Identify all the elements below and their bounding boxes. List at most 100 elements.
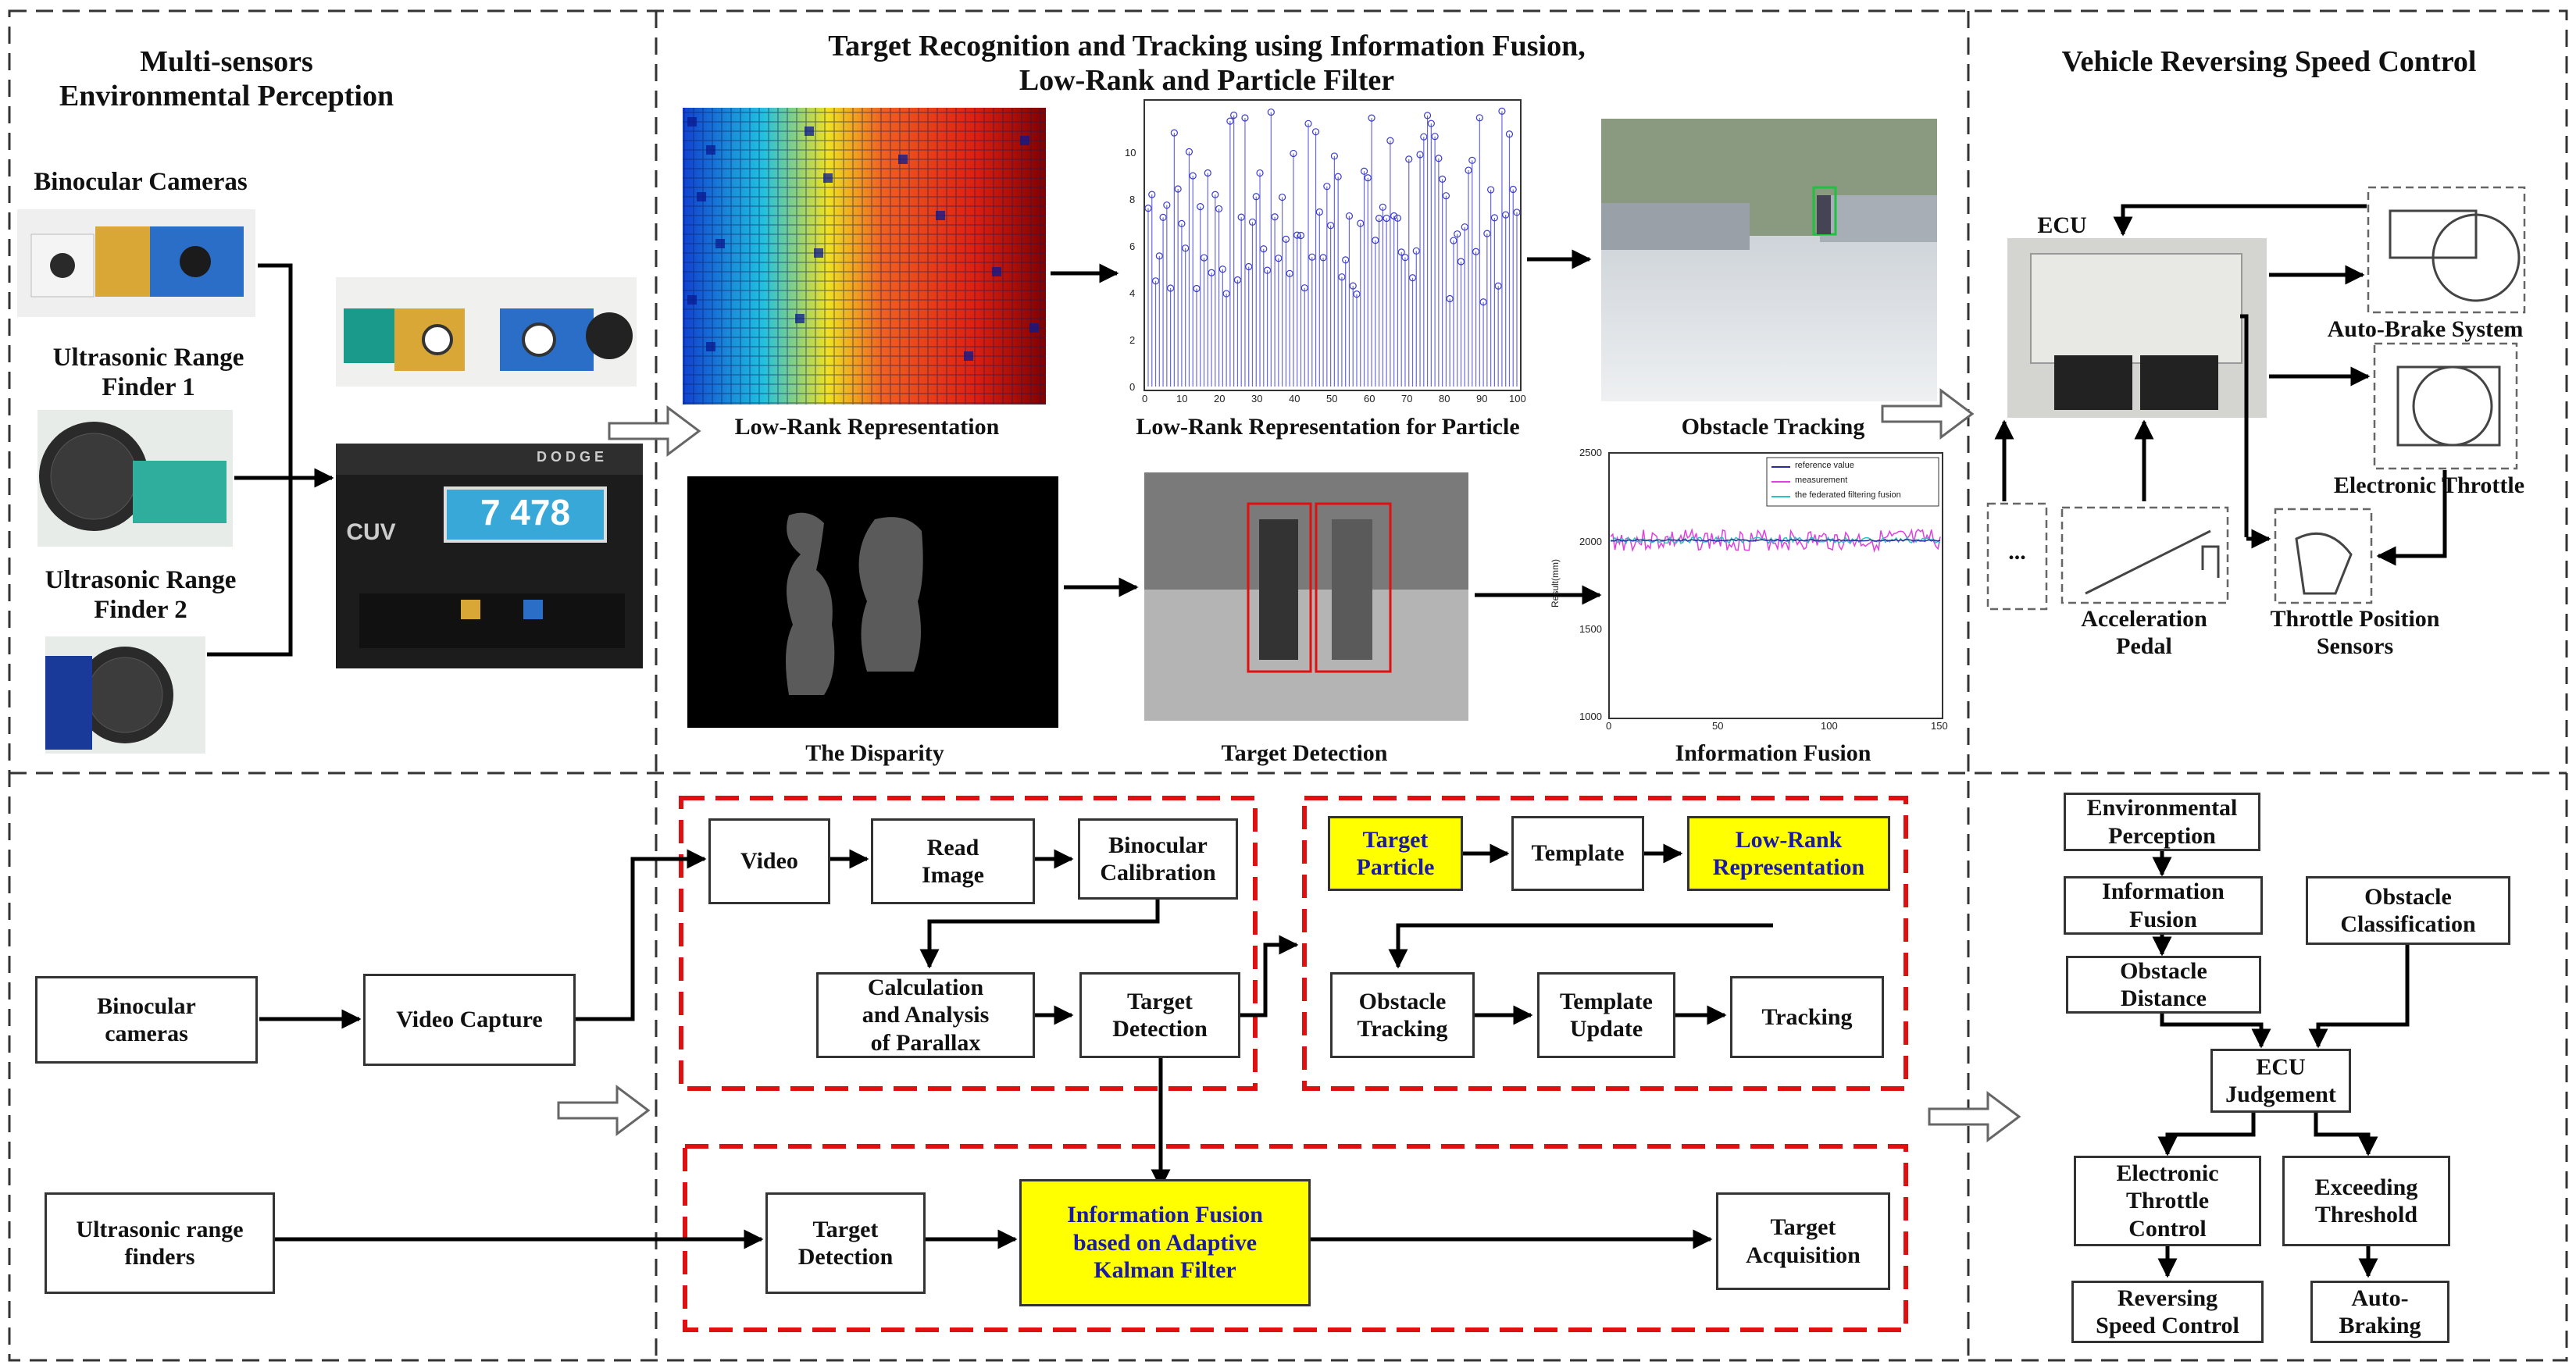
ellipsis-label: ...	[2008, 539, 2026, 565]
stem-ytick-2: 4	[1129, 287, 1136, 299]
stem-marker	[1461, 223, 1468, 231]
stem-marker	[1468, 156, 1476, 164]
stem-marker	[1401, 254, 1409, 262]
binocular-cameras-box: Binocular cameras	[35, 976, 258, 1064]
stem-marker	[1170, 129, 1178, 137]
low-rank-representation-box: Low-Rank Representation	[1687, 816, 1890, 891]
video-processing-group	[679, 796, 1258, 1091]
stem-marker	[1193, 284, 1201, 293]
stem-plot	[1144, 99, 1522, 391]
stem-marker	[1446, 294, 1454, 303]
stem-marker	[1163, 201, 1171, 209]
fusion-xtick-50: 50	[1712, 720, 1724, 732]
stem-marker	[1450, 237, 1457, 244]
target-detection-caption: Target Detection	[1221, 740, 1388, 766]
stem-marker	[1155, 252, 1163, 260]
low-rank-matrix-image	[683, 108, 1046, 404]
stem-xtick-1: 10	[1176, 393, 1188, 404]
ecu-label: ECU	[2037, 212, 2087, 238]
stem-marker	[1513, 208, 1521, 216]
fusion-ylabel: Result(mm)	[1550, 559, 1561, 608]
low-rank-particle-caption: Low-Rank Representation for Particle	[1136, 414, 1520, 440]
stem-marker	[1245, 262, 1253, 271]
stem-marker	[1397, 248, 1405, 256]
stem-marker	[1308, 253, 1316, 261]
mounted-camera-photo	[336, 277, 637, 387]
template-box: Template	[1511, 816, 1644, 891]
stem-marker	[1167, 284, 1175, 292]
component-sketches	[2085, 209, 2521, 595]
stem-xtick-0: 0	[1142, 393, 1148, 404]
stem-marker	[1200, 254, 1208, 262]
fusion-legend-fusion: the federated filtering fusion	[1795, 490, 1901, 500]
fusion-xtick-100: 100	[1821, 720, 1838, 732]
stem-marker	[1230, 111, 1238, 119]
fusion-xtick-0: 0	[1606, 720, 1612, 732]
fusion-ytick-1500: 1500	[1579, 623, 1602, 635]
video-capture-box: Video Capture	[363, 974, 576, 1066]
stem-marker	[1509, 185, 1517, 194]
target-detection-photo	[1144, 472, 1468, 721]
stem-marker	[1345, 212, 1354, 220]
stem-marker	[1327, 222, 1335, 230]
fusion-ytick-2000: 2000	[1579, 536, 1602, 547]
electronic-throttle-label: Electronic Throttle	[2333, 472, 2525, 498]
kalman-fusion-box: Information Fusion based on Adaptive Kal…	[1019, 1179, 1311, 1306]
stem-marker	[1483, 230, 1491, 237]
stem-marker	[1353, 290, 1361, 298]
stem-marker	[1338, 273, 1346, 281]
stem-marker	[1379, 203, 1386, 211]
reference-trace	[1610, 539, 1941, 542]
target-detection-box-2: Target Detection	[765, 1192, 926, 1294]
stem-marker	[1275, 255, 1283, 262]
fusion-legend-reference: reference value	[1795, 461, 1854, 470]
auto-brake-label: Auto-Brake System	[2327, 316, 2524, 342]
stem-marker	[1211, 191, 1219, 198]
stem-marker	[1383, 214, 1390, 223]
stem-xtick-10: 100	[1509, 393, 1526, 404]
stem-ytick-5: 10	[1125, 147, 1136, 159]
stem-marker	[1502, 211, 1510, 219]
disparity-image	[687, 476, 1058, 728]
stem-marker	[1241, 114, 1249, 122]
fusion-legend-measurement: measurement	[1795, 476, 1848, 485]
stem-marker	[1290, 149, 1297, 158]
stem-xtick-8: 80	[1439, 393, 1450, 404]
stem-xtick-2: 20	[1214, 393, 1226, 404]
stem-marker	[1423, 112, 1432, 119]
stem-marker	[1148, 191, 1156, 198]
stem-marker	[1204, 169, 1211, 177]
info-fusion-box: Information Fusion	[2064, 876, 2263, 935]
recognition-section-title: Target Recognition and Tracking using In…	[828, 30, 1586, 97]
stem-marker	[1178, 219, 1186, 228]
stem-marker	[1226, 117, 1234, 125]
stem-marker	[1271, 213, 1279, 221]
stem-marker	[1490, 214, 1498, 222]
ecu-judgement-box: ECU Judgement	[2210, 1049, 2351, 1113]
stem-marker	[1386, 137, 1394, 144]
stem-marker	[1260, 245, 1268, 253]
info-fusion-caption: Information Fusion	[1675, 740, 1871, 766]
stem-marker	[1279, 193, 1286, 201]
stem-marker	[1475, 114, 1483, 122]
auto-braking-box: Auto- Braking	[2310, 1281, 2449, 1343]
stem-marker	[1233, 276, 1242, 284]
auto-brake-drawing-frame	[2367, 186, 2526, 314]
reversing-speed-box: Reversing Speed Control	[2071, 1281, 2264, 1343]
car-rear-photo	[336, 444, 643, 668]
fusion-ytick-1000: 1000	[1579, 711, 1602, 722]
stem-marker	[1311, 128, 1320, 136]
stem-marker	[1330, 152, 1338, 160]
ultrasonic-finder-1-photo	[37, 410, 233, 547]
stem-marker	[1222, 290, 1230, 298]
stem-xtick-3: 30	[1251, 393, 1263, 404]
target-acquisition-box: Target Acquisition	[1716, 1192, 1890, 1290]
throttle-position-sensors-label: Throttle Position Sensors	[2270, 606, 2440, 659]
stem-marker	[1405, 155, 1413, 163]
stem-marker	[1197, 203, 1204, 211]
ellipsis-frame	[1986, 502, 2048, 611]
stem-marker	[1342, 256, 1350, 264]
stem-marker	[1465, 166, 1472, 174]
